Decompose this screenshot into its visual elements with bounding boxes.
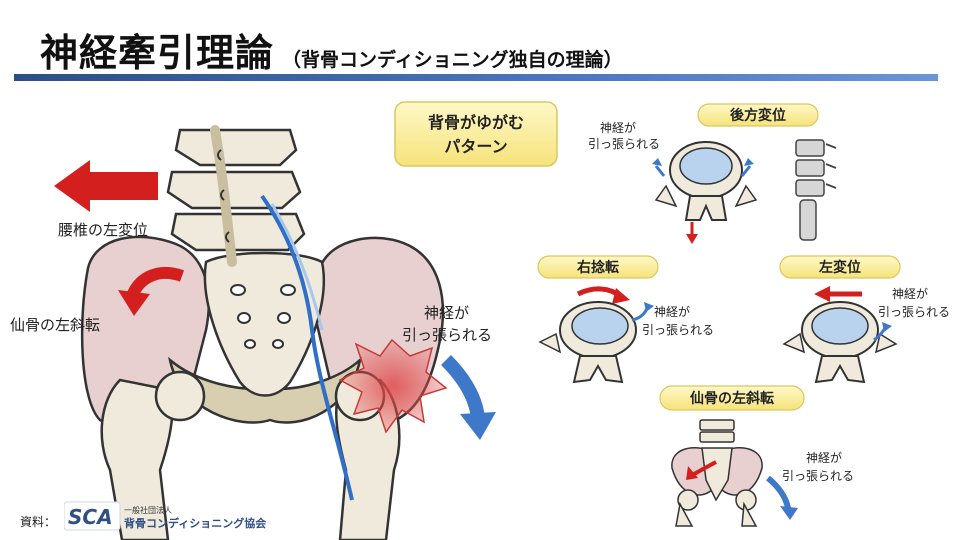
title-underline-bar bbox=[14, 74, 938, 81]
main-nerve bbox=[260, 194, 354, 501]
page-subtitle: （背骨コンディショニング独自の理論） bbox=[282, 49, 623, 71]
sacrum-tilt-arrowhead bbox=[118, 290, 150, 316]
lumbar-shift-label: 腰椎の左変位 bbox=[58, 221, 148, 239]
right-rotation-nerve-line2: 引っ張られる bbox=[642, 323, 714, 337]
sacrum-tilt-arrow bbox=[126, 266, 185, 299]
right-rotation-nerve-line1: 神経が bbox=[654, 304, 690, 319]
pattern-sacrum-tilt: 仙骨の左斜転 神経が 引っ張られる bbox=[659, 385, 854, 527]
left-femur-head bbox=[154, 370, 206, 422]
vertebral-marks bbox=[217, 149, 230, 243]
pain-burst bbox=[338, 338, 448, 434]
main-pelvis-illustration bbox=[54, 125, 496, 540]
lumbar-vertebrae bbox=[166, 128, 306, 252]
sacrum-tilt-title: 仙骨の左斜転 bbox=[690, 390, 774, 407]
left-shift-nerve-line1: 神経が bbox=[892, 286, 928, 301]
pattern-right-rotation: 右捻転 神経が 引っ張られる bbox=[537, 255, 714, 384]
sacrum-tilt-nerve-line1: 神経が bbox=[806, 450, 842, 465]
posterior-title: 後方変位 bbox=[730, 107, 786, 124]
spine-curve bbox=[210, 125, 237, 267]
left-shift-title: 左変位 bbox=[818, 259, 861, 276]
nerve-pull-arrow bbox=[440, 355, 485, 420]
right-rotation-title: 右捻転 bbox=[576, 259, 619, 276]
title: 神経牽引理論 （背骨コンディショニング独自の理論） bbox=[40, 22, 623, 77]
sacrum-tilt-label: 仙骨の左斜転 bbox=[10, 316, 100, 334]
source-label: 資料： bbox=[20, 515, 57, 529]
sacral-foramina bbox=[230, 284, 296, 349]
lumbar-shift-arrow bbox=[54, 160, 158, 212]
page-title: 神経牽引理論 bbox=[40, 31, 275, 75]
pattern-box-line2: パターン bbox=[444, 137, 507, 156]
pattern-left-shift: 左変位 神経が 引っ張られる bbox=[779, 255, 950, 384]
org-name: 背骨コンディショニング協会 bbox=[124, 516, 267, 530]
logo-text: SCA bbox=[68, 505, 113, 529]
posterior-nerve-line2: 引っ張られる bbox=[588, 137, 660, 151]
pattern-posterior: 後方変位 神経が 引っ張られる bbox=[588, 103, 837, 244]
pattern-box-line1: 背骨がゆがむ bbox=[428, 113, 524, 132]
main-nerve-label-line1: 神経が bbox=[424, 304, 469, 322]
sca-logo: SCA 一般社団法人 背骨コンディショニング協会 bbox=[64, 501, 267, 531]
left-shift-nerve-line2: 引っ張られる bbox=[878, 305, 950, 319]
pattern-box: 背骨がゆがむ パターン bbox=[394, 101, 558, 167]
sacrum-tilt-nerve-line2: 引っ張られる bbox=[782, 469, 854, 483]
nerve-pull-arrowhead bbox=[460, 412, 496, 440]
main-nerve-label-line2: 引っ張られる bbox=[402, 326, 492, 344]
posterior-nerve-line1: 神経が bbox=[600, 120, 636, 135]
main-nerve-branch bbox=[270, 203, 324, 331]
org-prefix: 一般社団法人 bbox=[124, 505, 172, 515]
